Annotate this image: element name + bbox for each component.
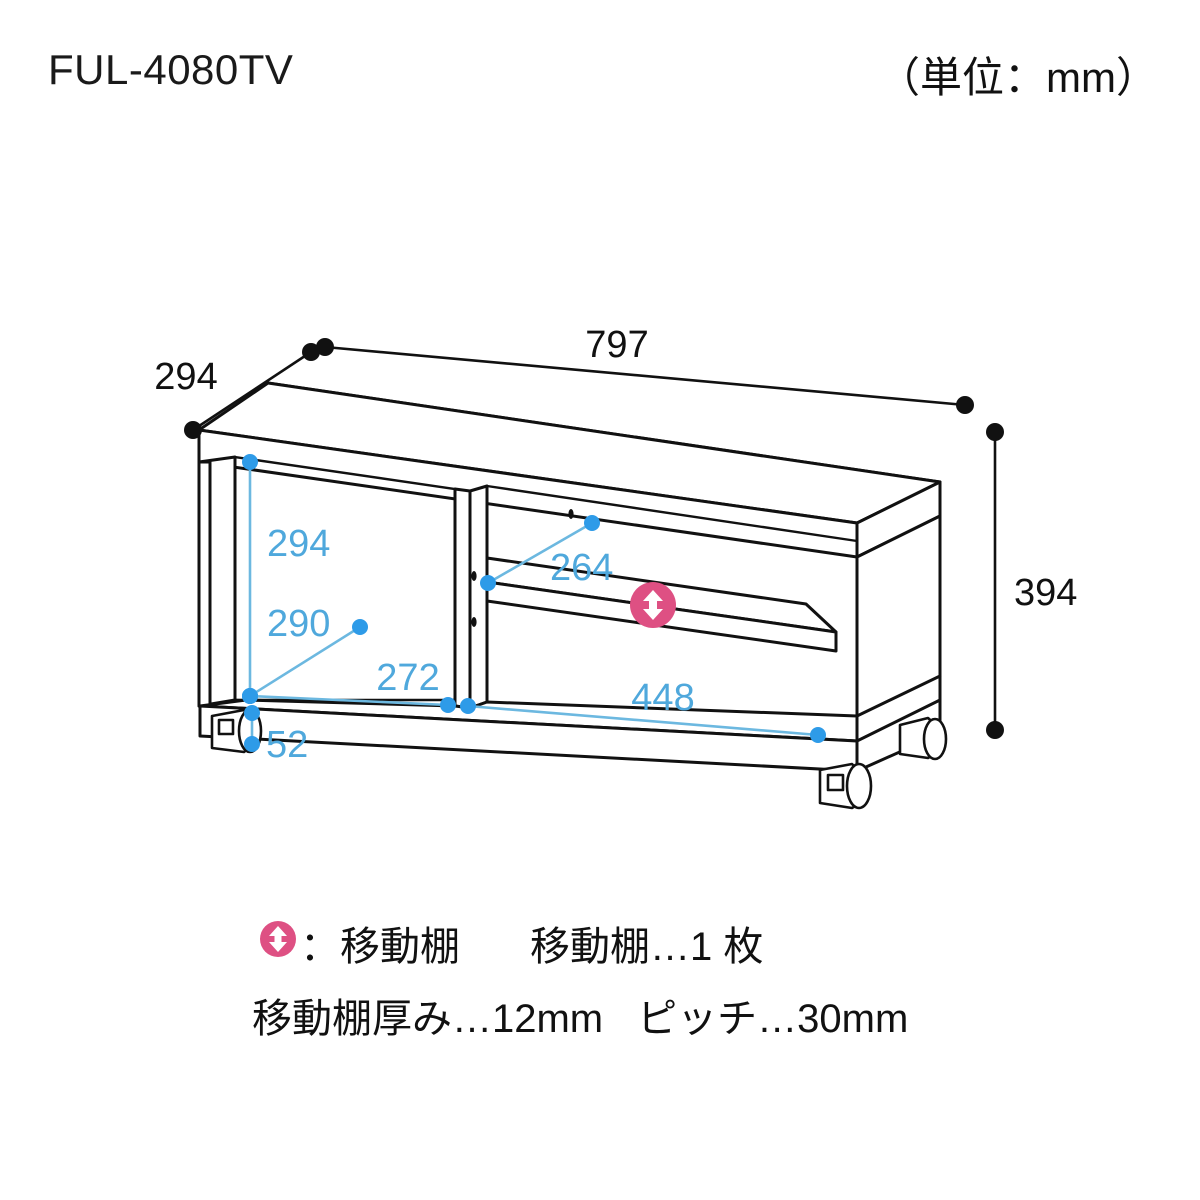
up-down-arrow-icon (258, 919, 298, 959)
dimension-label-shelf-depth: 264 (550, 547, 613, 589)
inner-dimension-272-opening-width: 272 (242, 657, 456, 713)
inner-dimension-448-right-opening-width: 448 (460, 677, 826, 743)
shelf-pin-hole (471, 617, 477, 627)
legend: ：移動棚 移動棚…1 枚 移動棚厚み…12mm ピッチ…30mm (0, 916, 1200, 1060)
left-side-panel-front-edge (197, 460, 212, 708)
movable-shelf-front-edge (485, 580, 838, 653)
outer-dimension-294-depth: 294 (154, 343, 320, 439)
header: FUL-4080TV （単位：mm） (0, 46, 1200, 110)
legend-row-1: ：移動棚 移動棚…1 枚 (0, 916, 1200, 988)
inner-dimension-264-shelf-depth: 264 (480, 515, 613, 591)
top-panel-edge (197, 428, 859, 559)
legend-label-movable-shelf: ：移動棚 (300, 925, 460, 969)
shelf-pin-hole (471, 571, 477, 581)
legend-shelf-thickness: 移動棚厚み…12mm (252, 997, 604, 1041)
base-panel-right-edge (855, 698, 942, 773)
dimension-label-opening-height: 294 (267, 523, 330, 565)
page-title: FUL-4080TV (48, 46, 294, 93)
cabinet-body (197, 381, 948, 810)
caster-front-left (210, 708, 263, 754)
top-panel-right-edge (855, 480, 942, 559)
unit-note: （単位：mm） (878, 54, 1158, 101)
dimension-label-right-opening-width: 448 (631, 677, 694, 719)
legend-shelf-pitch: ピッチ…30mm (637, 997, 909, 1041)
caster-front-right (818, 762, 873, 810)
dimension-label-width: 797 (585, 324, 648, 366)
right-side-panel (855, 514, 942, 759)
shelf-pin-hole (568, 509, 574, 519)
outer-dimension-394-height: 394 (986, 423, 1077, 739)
legend-row-2: 移動棚厚み…12mm ピッチ…30mm (0, 988, 1200, 1060)
top-panel-face (197, 381, 942, 525)
inner-dimension-290-opening-depth: 290 (242, 603, 368, 704)
dimension-label-caster-height: 52 (266, 724, 308, 766)
caster-rear-right (898, 716, 948, 761)
center-partition-side-face (468, 484, 489, 710)
center-partition-front-edge (453, 487, 472, 710)
outer-dimension-797: 797 (316, 324, 974, 414)
movable-shelf-top-face (485, 556, 838, 634)
inner-dimension-52-caster-height: 52 (244, 705, 308, 766)
base-panel-top-face (198, 698, 859, 743)
movable-shelf-marker-icon (630, 582, 676, 628)
dimension-label-depth: 294 (154, 356, 217, 398)
dimension-label-opening-depth: 290 (267, 603, 330, 645)
dimension-label-height: 394 (1014, 572, 1077, 614)
dimension-label-opening-width: 272 (376, 657, 439, 699)
legend-movable-shelf-count: 移動棚…1 枚 (530, 925, 764, 969)
left-side-panel-inner (197, 455, 237, 708)
inner-dimension-294-opening-height: 294 (242, 454, 330, 704)
base-panel-front-edge (198, 704, 859, 773)
